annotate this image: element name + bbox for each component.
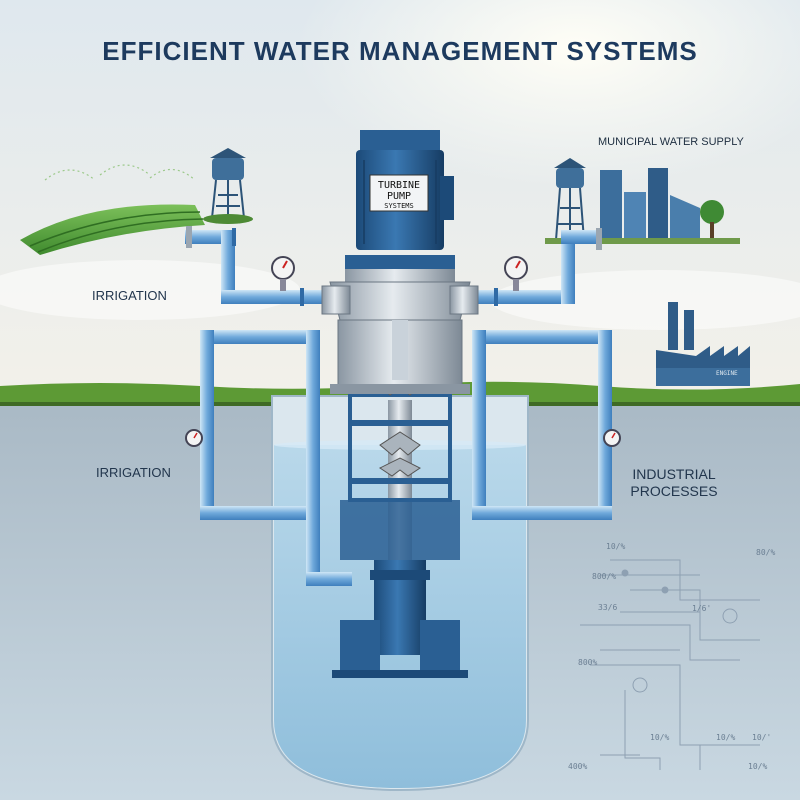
field-row — [37, 218, 204, 253]
label-industrial: INDUSTRIAL — [632, 466, 716, 482]
schematic-label: 1/6' — [692, 604, 712, 613]
pipe-network — [185, 226, 612, 586]
pressure-gauge — [271, 256, 295, 291]
sprinkler-spray — [44, 164, 196, 181]
irrigation-field — [20, 204, 205, 255]
field-row — [29, 211, 201, 247]
label-irrigation-top: IRRIGATION — [92, 288, 167, 303]
water-tower-right — [554, 158, 586, 241]
pump-tag-line2: PUMP — [386, 191, 412, 202]
schematic-label: 10/% — [716, 733, 736, 742]
city-skyline — [545, 168, 740, 244]
schematic-label: 33/6 — [598, 603, 618, 612]
pump-tag-line1: TURBINE — [377, 180, 421, 191]
pump-tag-line3: SYSTEMS — [384, 202, 414, 210]
label-irrigation-mid: IRRIGATION — [96, 465, 171, 480]
schematic-label: 80/% — [756, 548, 776, 557]
schematic-label: 400% — [568, 762, 588, 771]
turbine-pump — [321, 130, 479, 678]
water-tower-left — [203, 148, 253, 224]
schematic-label: 10/% — [606, 542, 626, 551]
schematic-label: 10/% — [650, 733, 670, 742]
label-processes: PROCESSES — [630, 483, 718, 499]
factory — [656, 302, 750, 386]
factory-sign: ENGINE — [716, 370, 738, 377]
pump-nameplate: TURBINE PUMP SYSTEMS — [373, 180, 425, 211]
pressure-gauge — [504, 256, 528, 291]
control-schematic — [580, 559, 760, 770]
schematic-label: 800% — [578, 658, 598, 667]
label-industrial-processes: INDUSTRIAL PROCESSES — [624, 466, 724, 500]
schematic-label: 10/% — [748, 762, 768, 771]
page-title: EFFICIENT WATER MANAGEMENT SYSTEMS — [102, 36, 698, 66]
pressure-gauge — [603, 429, 621, 447]
schematic-label: 10/' — [752, 733, 772, 742]
pressure-gauge — [185, 429, 203, 447]
schematic-label: 800/% — [592, 572, 617, 581]
label-municipal-water-supply: MUNICIPAL WATER SUPPLY — [598, 136, 744, 148]
